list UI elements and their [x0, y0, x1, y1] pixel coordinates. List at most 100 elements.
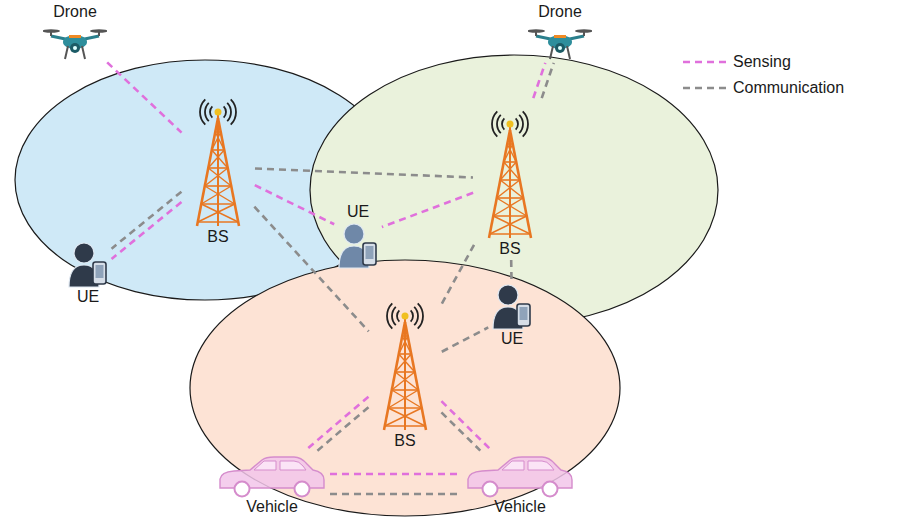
- node-label: BS: [499, 240, 520, 258]
- drone-icon: [43, 21, 107, 61]
- car-wheel: [543, 482, 558, 497]
- lattice-bar: [500, 179, 519, 181]
- lattice-bar: [212, 149, 224, 151]
- car-wheel: [483, 482, 498, 497]
- drone: Drone: [528, 3, 592, 61]
- lattice-bar: [388, 407, 421, 409]
- sensing-link: [330, 473, 462, 476]
- lattice-brace: [208, 168, 231, 186]
- lattice-bar: [490, 233, 530, 235]
- antenna-tip: [507, 121, 514, 128]
- radio-wave: [497, 115, 501, 133]
- lattice-brace: [208, 150, 224, 168]
- legend-label: Sensing: [733, 53, 791, 71]
- base-station: BS: [370, 292, 440, 450]
- lattice-bar: [399, 353, 411, 355]
- phone-screen: [520, 307, 528, 320]
- radio-wave: [392, 307, 396, 325]
- person-head: [498, 285, 518, 305]
- car-icon: [464, 452, 576, 498]
- communication-link: [441, 412, 480, 450]
- lattice-brace: [504, 162, 520, 180]
- sensing-link: [305, 397, 368, 451]
- lattice-bar: [385, 425, 425, 427]
- communication-link: [254, 207, 368, 332]
- radio-wave: [224, 106, 226, 117]
- sensing-link: [382, 193, 473, 227]
- lattice-brace: [395, 372, 418, 390]
- mast: [404, 316, 406, 430]
- tower-icon: [183, 88, 253, 228]
- car-wheel: [295, 482, 310, 497]
- vehicle: Vehicle: [464, 452, 576, 516]
- lattice-bar: [205, 185, 231, 187]
- radio-wave: [502, 118, 504, 129]
- radio-wave: [200, 99, 205, 124]
- node-label: UE: [77, 288, 99, 306]
- radio-wave: [523, 111, 528, 136]
- car-body: [468, 457, 572, 488]
- user-equipment: UE: [336, 203, 380, 269]
- person-head: [74, 243, 94, 263]
- drone-leg: [82, 46, 85, 59]
- lattice-brace: [399, 336, 408, 354]
- phone: [93, 262, 106, 284]
- node-label: Vehicle: [494, 498, 546, 516]
- lattice-brace: [212, 150, 228, 168]
- communication-link: [510, 260, 513, 280]
- lattice-brace: [504, 144, 513, 162]
- lattice-brace: [392, 372, 415, 390]
- ue-icon: [66, 240, 110, 288]
- tower-icon: [370, 292, 440, 432]
- tower-icon: [475, 100, 545, 240]
- tower-leg: [510, 130, 531, 238]
- propeller: [575, 29, 592, 33]
- antenna-tip: [402, 313, 409, 320]
- ue-icon: [336, 221, 380, 269]
- car-window: [528, 461, 554, 470]
- radio-wave: [210, 106, 212, 117]
- car-body: [220, 457, 324, 488]
- tower-leg: [218, 118, 239, 226]
- lattice-bar: [198, 221, 238, 223]
- node-label: BS: [394, 432, 415, 450]
- communication-link: [441, 245, 474, 305]
- lattice-brace: [500, 180, 523, 198]
- radio-wave: [231, 99, 236, 124]
- lattice-brace: [497, 180, 520, 198]
- radio-wave: [411, 310, 413, 321]
- phone-screen: [366, 246, 374, 259]
- node-label: UE: [501, 330, 523, 348]
- tower-leg: [384, 322, 405, 430]
- radio-wave: [414, 307, 418, 325]
- lattice-brace: [493, 216, 530, 234]
- node-label: Vehicle: [246, 498, 298, 516]
- node-label: Drone: [53, 3, 97, 21]
- sensing-link: [112, 202, 182, 259]
- communication-link: [112, 192, 182, 249]
- vehicle: Vehicle: [216, 452, 328, 516]
- ue-icon: [490, 282, 534, 330]
- radio-wave: [205, 103, 209, 121]
- car-window: [254, 461, 276, 470]
- node-label: UE: [347, 203, 369, 221]
- phone-screen: [96, 265, 104, 278]
- propeller: [90, 29, 107, 33]
- drone-leg: [65, 46, 68, 59]
- node-label: Drone: [538, 3, 582, 21]
- lattice-brace: [388, 390, 418, 408]
- lattice-brace: [201, 204, 238, 222]
- mast: [509, 124, 511, 238]
- legend-sample: [683, 61, 727, 64]
- radio-wave: [387, 303, 392, 328]
- base-station: BS: [183, 88, 253, 246]
- lattice-brace: [399, 354, 415, 372]
- drone-light: [554, 35, 566, 38]
- user-equipment: UE: [66, 240, 110, 306]
- node-label: BS: [207, 228, 228, 246]
- sensing-link: [441, 401, 491, 450]
- drone: Drone: [43, 3, 107, 61]
- communication-link: [442, 327, 488, 351]
